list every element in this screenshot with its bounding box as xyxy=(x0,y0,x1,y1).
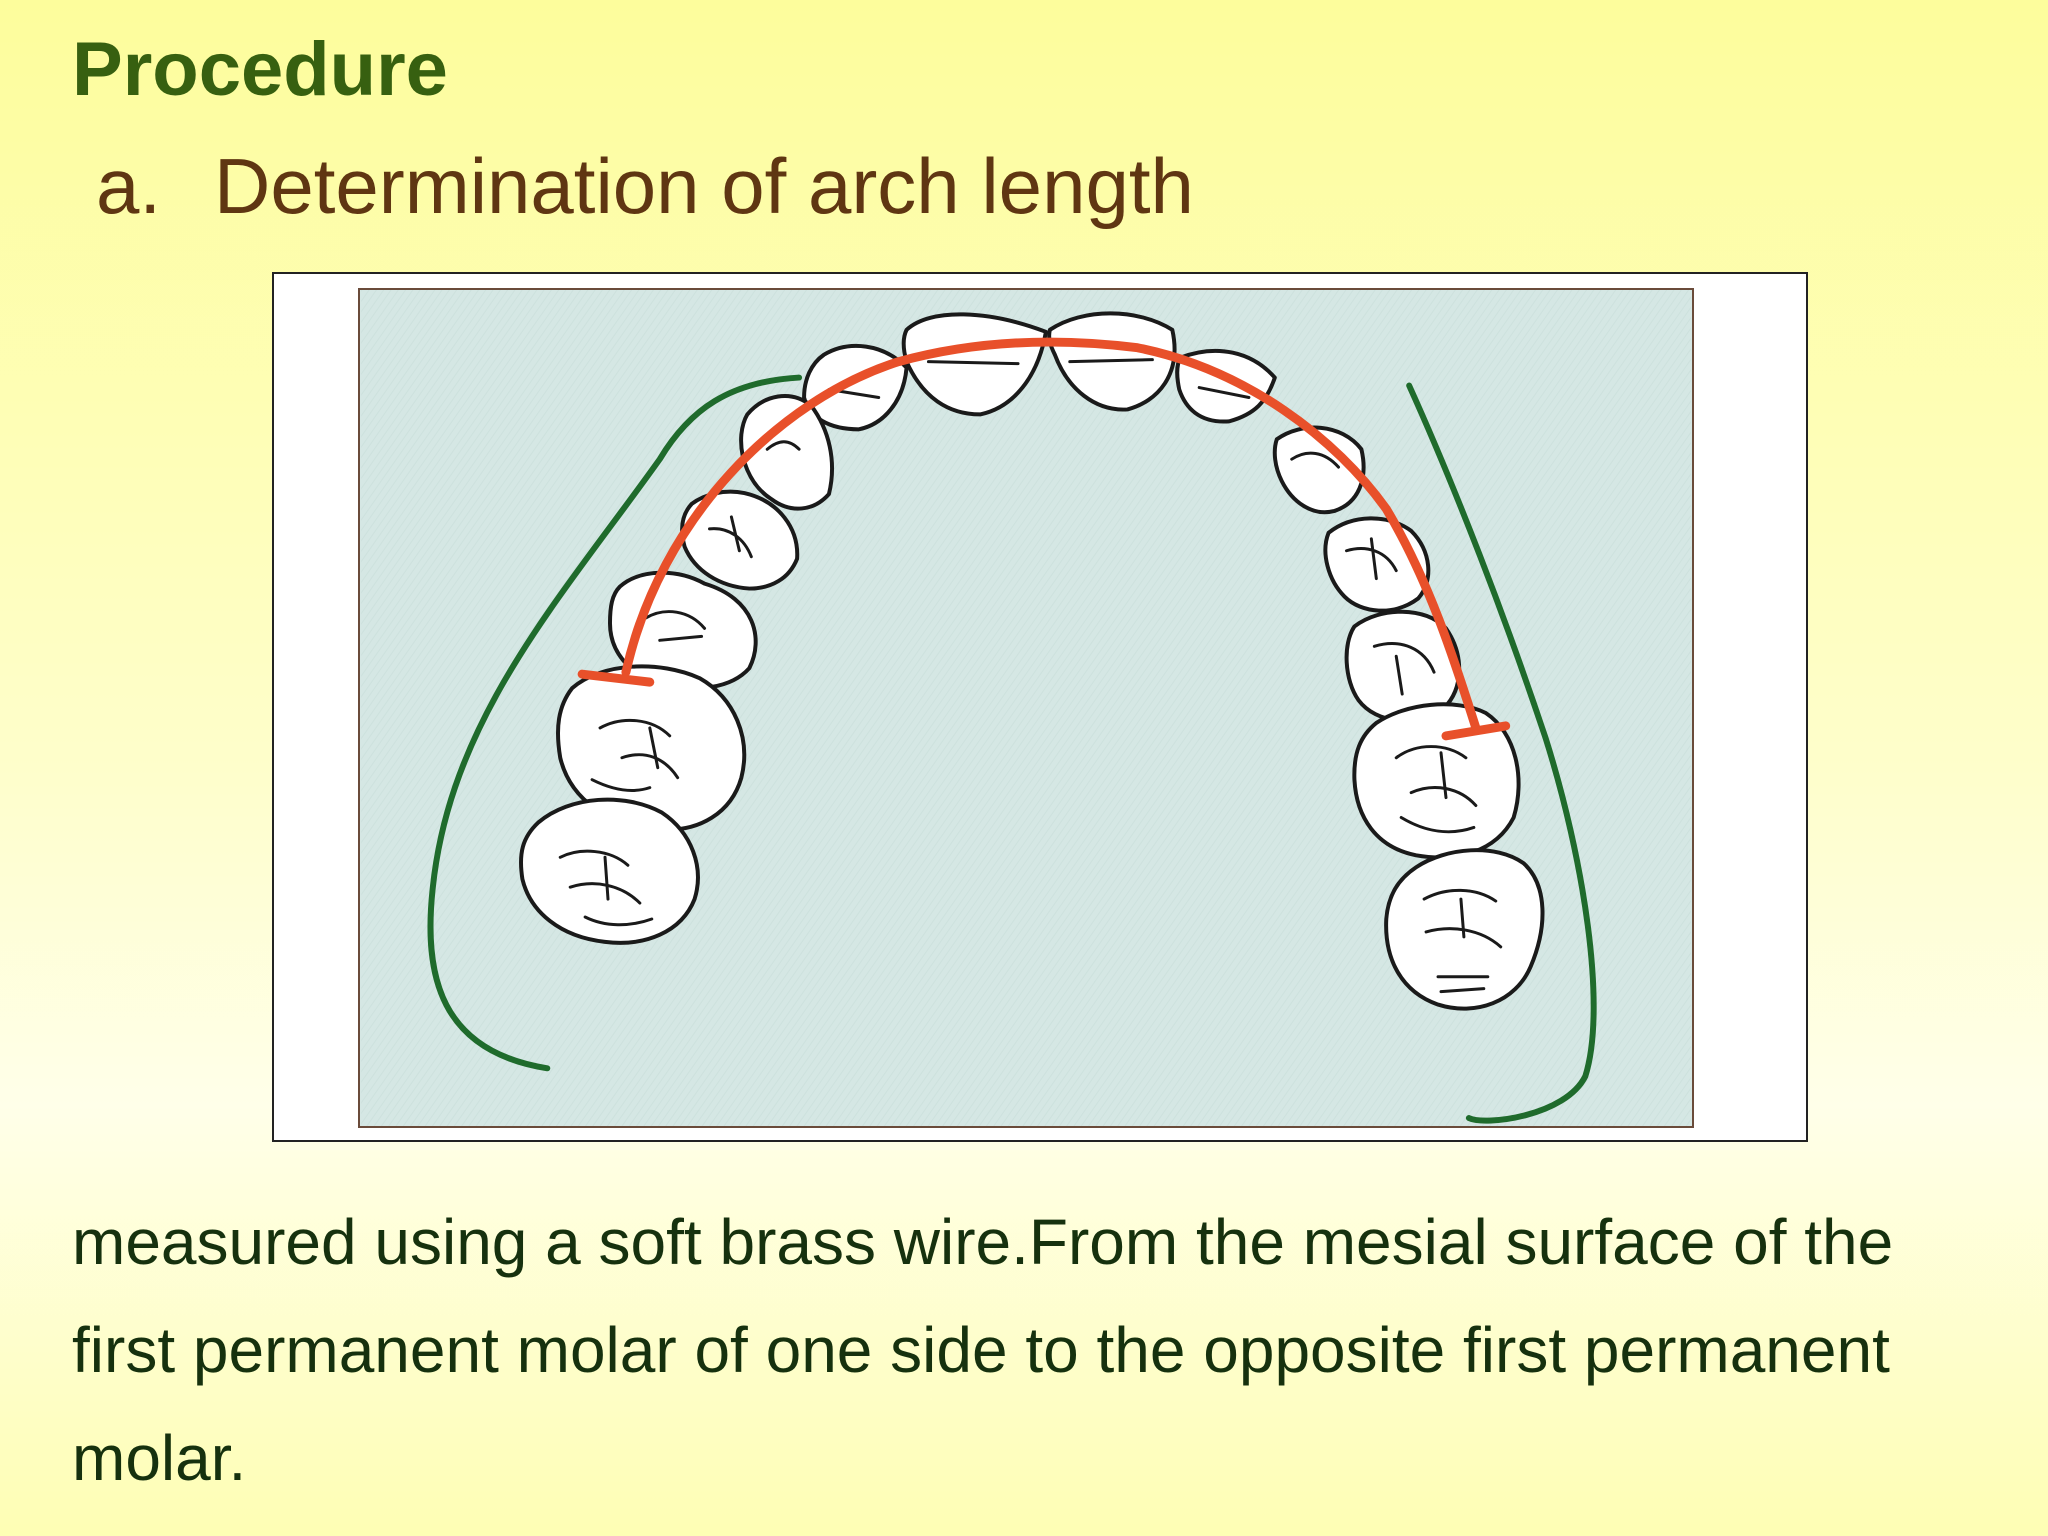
list-marker: a. xyxy=(96,142,162,230)
tooth-right-canine xyxy=(1272,425,1366,515)
left-molar-end-marker xyxy=(577,669,655,687)
right-arch-outline xyxy=(1406,382,1597,1124)
dental-arch-diagram xyxy=(358,288,1694,1128)
dental-arch-svg xyxy=(361,290,1691,1126)
tooth-details xyxy=(558,358,1503,994)
subheading-text: Determination of arch length xyxy=(214,142,1194,230)
tooth-left-first-molar xyxy=(556,664,747,832)
tooth-left-second-molar xyxy=(518,797,700,945)
figure-frame xyxy=(272,272,1808,1142)
slide-heading: Procedure xyxy=(72,27,448,112)
left-arch-outline xyxy=(427,374,803,1072)
slide-body-text: measured using a soft brass wire.From th… xyxy=(72,1206,1894,1494)
right-molar-end-marker xyxy=(1441,721,1511,741)
tooth-left-canine xyxy=(739,394,834,511)
arch-length-wire xyxy=(621,337,1481,733)
slide-subheading: a. Determination of arch length xyxy=(96,136,1194,236)
